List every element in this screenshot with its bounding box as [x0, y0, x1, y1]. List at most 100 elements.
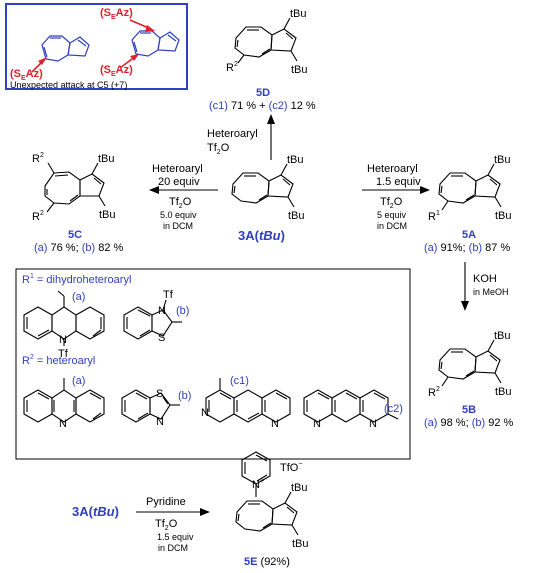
svg-text:1.5 equiv: 1.5 equiv: [157, 532, 194, 542]
svg-text:Tf: Tf: [163, 289, 174, 301]
compound-label-3A-bottom: 3A(tBu): [72, 504, 119, 519]
dihydroacridine-structure: N Tf (a): [23, 290, 105, 360]
arrow-down: KOH in MeOH: [461, 262, 509, 311]
svg-text:5 equiv: 5 equiv: [377, 210, 407, 220]
svg-text:5.0 equiv: 5.0 equiv: [160, 210, 197, 220]
naphthyridine-c2-structure: N N (c2): [303, 389, 403, 430]
svg-text:(a): (a): [72, 291, 85, 303]
r1-definition: R1 = dihydroheteroaryl: [22, 273, 131, 286]
arrow-head-icon: [38, 57, 47, 65]
svg-text:S: S: [158, 332, 165, 344]
benzothiazole-structure: S N (b): [121, 388, 191, 428]
svg-text:tBu: tBu: [495, 386, 512, 398]
svg-text:tBu: tBu: [495, 210, 512, 222]
inset-border: [5, 3, 188, 90]
arrow-head-icon: [145, 25, 155, 32]
inset-label-top: (SEAz): [100, 7, 133, 21]
svg-text:tBu: tBu: [292, 538, 309, 550]
svg-text:KOH: KOH: [473, 273, 497, 285]
svg-text:1.5 equiv: 1.5 equiv: [376, 176, 421, 188]
bottom-reaction: 3A(tBu) Pyridine Tf2O 1.5 equiv in DCM: [72, 451, 309, 568]
inset-panel: (SEAz) (SEAz) (SEAz) Unexpected attack a…: [5, 3, 188, 90]
compound-5E: N+ TfO− tBu tBu 5E (92%): [235, 451, 309, 568]
arrow-head-icon: [200, 508, 210, 516]
svg-text:Heteroaryl: Heteroaryl: [207, 128, 258, 140]
arrow-head-icon: [267, 114, 275, 124]
svg-text:(a): (a): [72, 375, 85, 387]
compound-label-5A: 5A: [462, 229, 476, 241]
compound-label-5B: 5B: [462, 404, 476, 416]
svg-text:Tf2O: Tf2O: [207, 142, 230, 156]
r2-definition: R2 = heteroaryl: [22, 354, 95, 367]
svg-text:tBu: tBu: [494, 154, 511, 166]
svg-text:R2: R2: [32, 210, 44, 223]
svg-text:Tf2O: Tf2O: [155, 518, 178, 532]
arrow-head-icon: [130, 54, 139, 61]
svg-text:Tf2O: Tf2O: [380, 196, 403, 210]
svg-text:N: N: [313, 418, 321, 430]
svg-text:Tf2O: Tf2O: [169, 196, 192, 210]
svg-text:tBu: tBu: [291, 64, 308, 76]
legend-border: [15, 268, 411, 460]
inset-label-right: (SEAz): [100, 64, 133, 78]
svg-text:tBu: tBu: [98, 153, 115, 165]
svg-text:Heteroaryl: Heteroaryl: [367, 163, 418, 175]
svg-text:tBu: tBu: [494, 330, 511, 342]
svg-text:(c1): (c1): [230, 375, 249, 387]
compound-label-5D: 5D: [256, 87, 270, 99]
inset-azulene-right: [131, 30, 180, 57]
svg-text:S: S: [156, 388, 163, 400]
inset-caption: Unexpected attack at C5 (+7): [10, 80, 127, 90]
svg-text:N: N: [59, 418, 67, 430]
compound-label-5C: 5C: [68, 229, 82, 241]
svg-text:in MeOH: in MeOH: [473, 287, 509, 297]
arrow-left: Heteroaryl 20 equiv Tf2O 5.0 equiv in DC…: [149, 163, 218, 231]
svg-text:Heteroaryl: Heteroaryl: [152, 163, 203, 175]
svg-text:tBu: tBu: [291, 482, 308, 494]
svg-text:N: N: [369, 418, 377, 430]
svg-text:N: N: [201, 407, 209, 419]
svg-text:tBu: tBu: [290, 8, 307, 20]
arrow-head-icon: [420, 186, 430, 194]
yield-5B: (a) 98 %; (b) 92 %: [424, 417, 514, 429]
svg-text:tBu: tBu: [288, 210, 305, 222]
svg-text:N: N: [271, 418, 279, 430]
svg-text:R2: R2: [32, 152, 44, 165]
compound-5B: tBu tBu R2 5B (a) 98 %; (b) 92 %: [424, 330, 514, 429]
svg-text:(c2): (c2): [384, 403, 403, 415]
arrow-head-icon: [149, 186, 159, 194]
svg-text:N: N: [158, 305, 166, 317]
svg-text:N: N: [59, 334, 67, 346]
compound-label-3A: 3A(tBu): [238, 228, 285, 243]
compound-3A: tBu tBu 3A(tBu): [231, 154, 305, 243]
dihydrobenzothiazole-structure: N Tf S (b): [123, 289, 189, 344]
compound-5A: tBu tBu R1 5A (a) 91%; (b) 87 %: [424, 154, 512, 254]
counter-ion: TfO−: [280, 461, 302, 474]
svg-text:Tf: Tf: [58, 348, 69, 360]
arrow-up: Heteroaryl Tf2O: [207, 114, 275, 160]
acridine-structure: N (a): [23, 375, 105, 430]
svg-text:in DCM: in DCM: [377, 221, 407, 231]
yield-5C: (a) 76 %; (b) 82 %: [34, 242, 124, 254]
substituent-legend: R1 = dihydroheteroaryl R2 = heteroaryl N…: [15, 268, 411, 460]
svg-text:(b): (b): [178, 390, 191, 402]
yield-5A: (a) 91%; (b) 87 %: [424, 242, 510, 254]
svg-text:N+: N+: [252, 478, 264, 491]
svg-text:tBu: tBu: [99, 209, 116, 221]
naphthyridine-c1-structure: N N (c1): [201, 375, 291, 430]
arrow-right: Heteroaryl 1.5 equiv Tf2O 5 equiv in DCM: [362, 163, 430, 231]
svg-text:N: N: [156, 416, 164, 428]
compound-5D: tBu tBu R2 5D (c1) 71 % + (c2) 12 %: [209, 8, 316, 112]
compound-label-5E: 5E (92%): [244, 556, 290, 568]
arrow-head-icon: [461, 301, 469, 311]
svg-text:in DCM: in DCM: [158, 543, 188, 553]
svg-text:R2: R2: [226, 61, 238, 74]
svg-text:20 equiv: 20 equiv: [158, 176, 200, 188]
svg-text:Pyridine: Pyridine: [146, 496, 186, 508]
compound-5C: tBu tBu R2 R2 5C (a) 76 %; (b) 82 %: [32, 152, 124, 254]
svg-text:(b): (b): [176, 305, 189, 317]
svg-text:in DCM: in DCM: [163, 221, 193, 231]
svg-text:R1: R1: [428, 210, 440, 223]
svg-text:tBu: tBu: [287, 154, 304, 166]
